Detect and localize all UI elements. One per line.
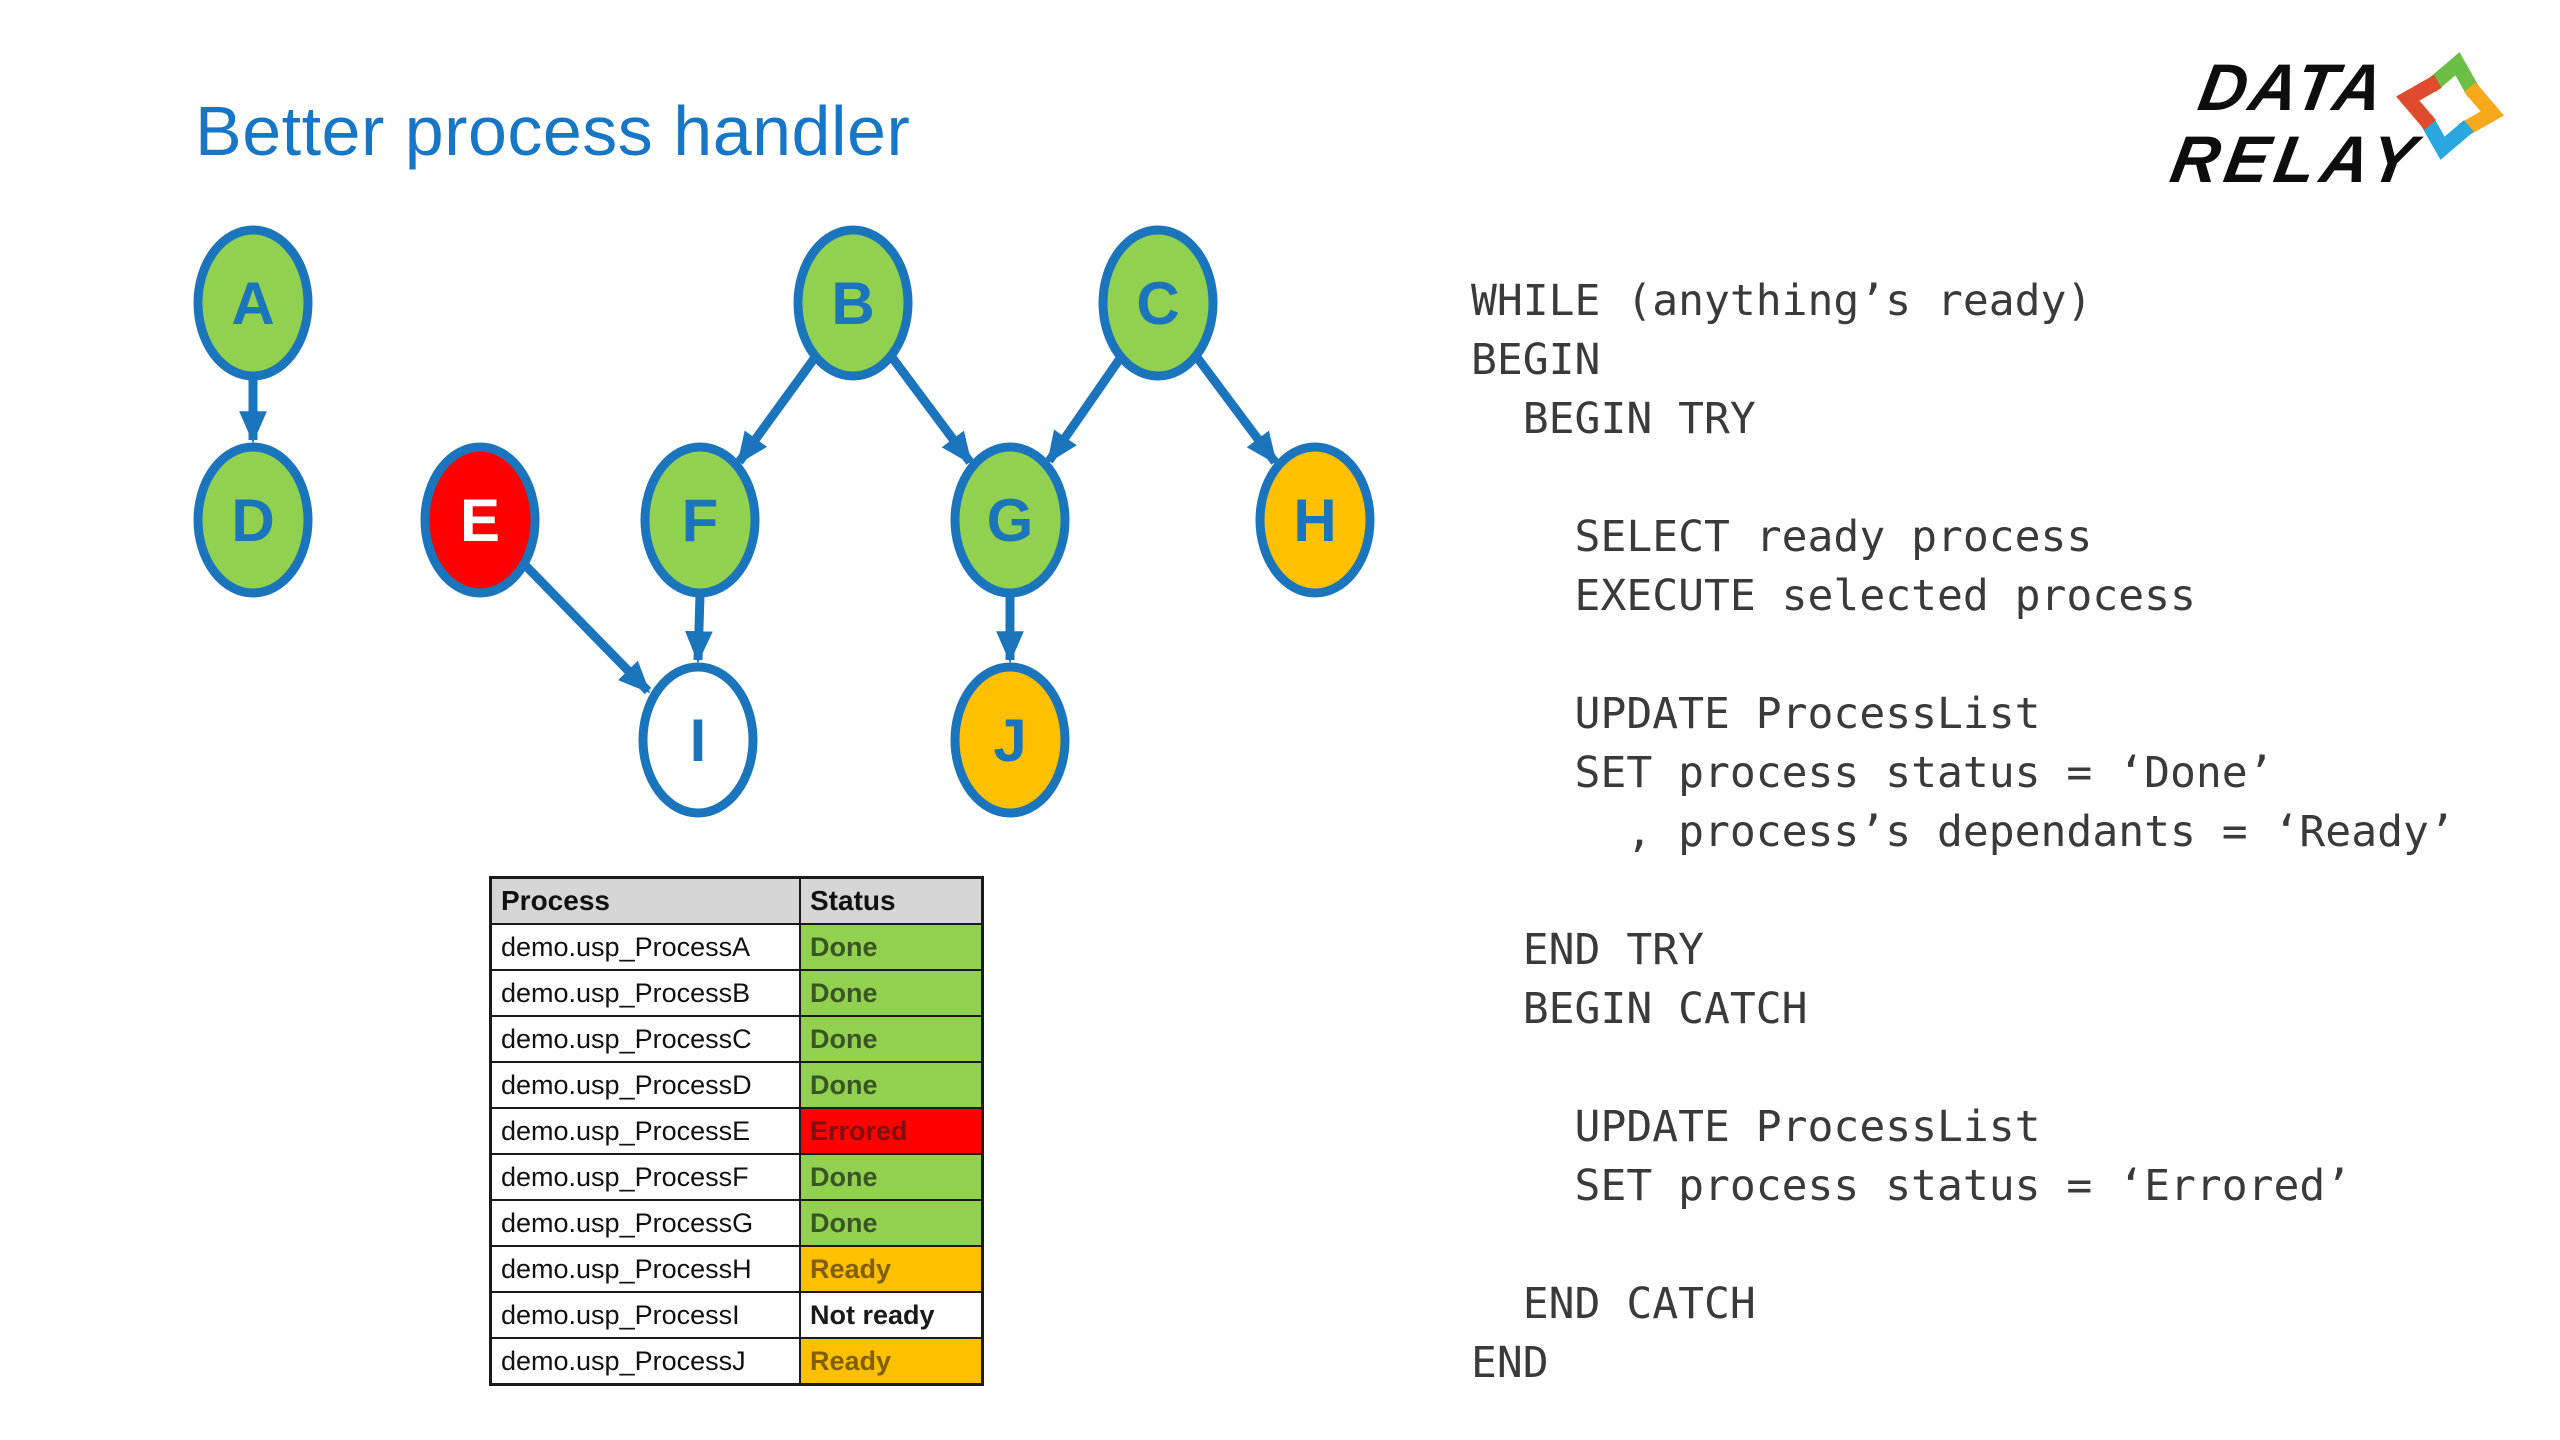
table-header-row: Process Status	[489, 876, 984, 925]
node-J	[950, 662, 1070, 818]
status-cell: Ready	[799, 1245, 984, 1293]
edge-F-I	[685, 594, 713, 664]
process-name-cell: demo.usp_ProcessI	[489, 1291, 801, 1339]
node-label-B: B	[831, 270, 874, 337]
node-label-F: F	[682, 487, 719, 554]
node-F	[640, 442, 760, 598]
status-cell: Errored	[799, 1107, 984, 1155]
status-cell: Done	[799, 969, 984, 1017]
process-name-cell: demo.usp_ProcessE	[489, 1107, 801, 1155]
graph-edges	[239, 353, 1279, 695]
node-E	[420, 442, 540, 598]
status-cell: Ready	[799, 1337, 984, 1386]
node-H	[1255, 442, 1375, 598]
node-A	[193, 225, 313, 381]
node-G	[950, 442, 1070, 598]
process-name-cell: demo.usp_ProcessA	[489, 923, 801, 971]
node-label-A: A	[231, 270, 274, 337]
status-column-header: Status	[799, 876, 984, 925]
edge-B-G	[887, 353, 974, 465]
process-name-cell: demo.usp_ProcessF	[489, 1153, 801, 1201]
status-cell: Done	[799, 1061, 984, 1109]
node-label-G: G	[987, 487, 1034, 554]
node-C	[1098, 225, 1218, 381]
status-cell: Done	[799, 1153, 984, 1201]
page-title: Better process handler	[195, 91, 911, 170]
logo-star-icon	[2396, 52, 2504, 160]
process-name-cell: demo.usp_ProcessG	[489, 1199, 801, 1247]
edge-E-I	[520, 560, 652, 695]
process-name-cell: demo.usp_ProcessC	[489, 1015, 801, 1063]
process-name-cell: demo.usp_ProcessB	[489, 969, 801, 1017]
node-label-C: C	[1136, 270, 1179, 337]
process-name-cell: demo.usp_ProcessJ	[489, 1337, 801, 1386]
logo-star-top-chevron	[2426, 52, 2482, 98]
process-column-header: Process	[489, 876, 801, 925]
node-I	[638, 662, 758, 818]
logo-star-right-chevron	[2458, 82, 2504, 138]
status-cell: Done	[799, 1015, 984, 1063]
logo-star-bottom-chevron	[2418, 114, 2474, 160]
edge-C-H	[1192, 353, 1279, 465]
sql-pseudocode: WHILE (anything’s ready) BEGIN BEGIN TRY…	[1471, 276, 2455, 1388]
process-name-cell: demo.usp_ProcessD	[489, 1061, 801, 1109]
status-cell: Done	[799, 923, 984, 971]
node-label-E: E	[460, 487, 500, 554]
node-label-J: J	[993, 707, 1026, 774]
node-label-I: I	[690, 707, 707, 774]
node-label-D: D	[231, 487, 274, 554]
process-name-cell: demo.usp_ProcessH	[489, 1245, 801, 1293]
graph-nodes: A B C D E F G H I J	[193, 225, 1375, 818]
edge-C-G	[1045, 354, 1125, 464]
status-cell: Not ready	[799, 1291, 984, 1339]
data-relay-logo: DATA RELAY	[2165, 48, 2538, 223]
node-D	[193, 442, 313, 598]
node-B	[793, 225, 913, 381]
edge-B-F	[735, 353, 820, 465]
node-label-H: H	[1293, 487, 1336, 554]
status-cell: Done	[799, 1199, 984, 1247]
logo-star-left-chevron	[2396, 74, 2442, 130]
